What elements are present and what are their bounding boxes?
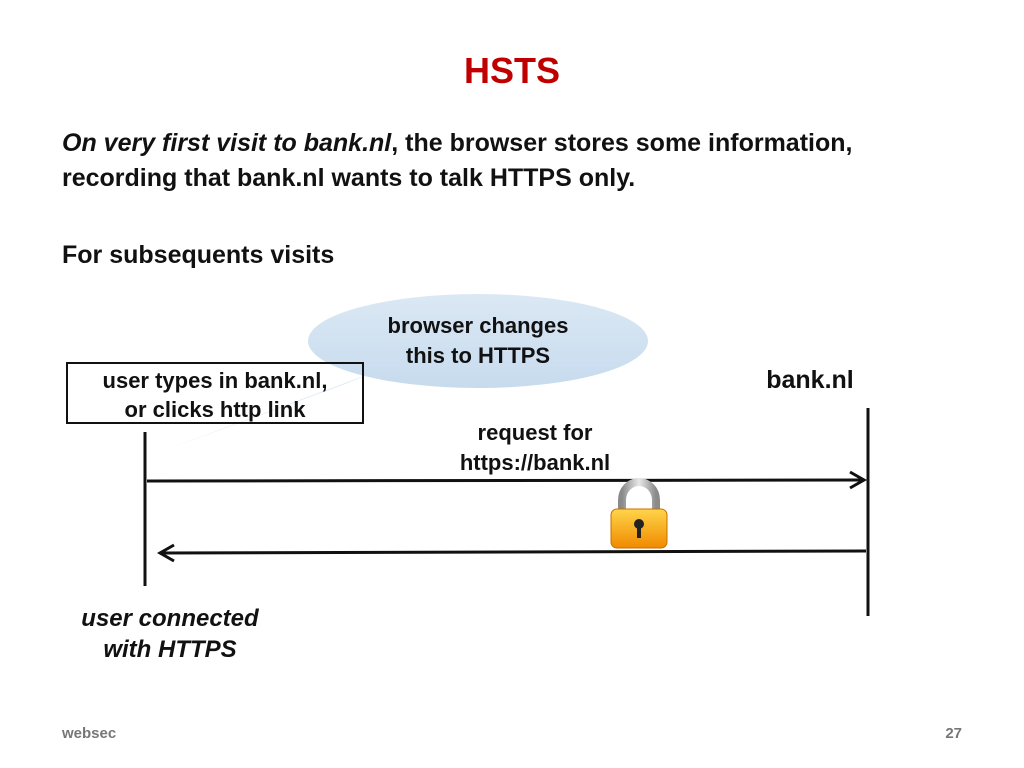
intro-rest: , the browser stores some information, r… xyxy=(62,129,853,192)
intro-emphasis: On very first visit to bank.nl xyxy=(62,129,392,157)
server-label: bank.nl xyxy=(766,366,854,394)
user-action-box: user types in bank.nl, or clicks http li… xyxy=(66,362,364,424)
request-arrow xyxy=(146,470,868,490)
request-line-2: https://bank.nl xyxy=(459,450,611,475)
slide-title: HSTS xyxy=(463,50,560,91)
bubble-text: browser changes this to HTTPS xyxy=(348,311,608,371)
intro-paragraph: On very first visit to bank.nl, the brow… xyxy=(62,126,962,196)
bubble-line-1: browser changes xyxy=(387,313,569,338)
user-box-line-1: user types in bank.nl, xyxy=(102,368,328,393)
speech-bubble xyxy=(160,294,648,452)
result-label: user connected with HTTPS xyxy=(60,603,280,665)
bubble-line-2: this to HTTPS xyxy=(405,343,551,368)
padlock-icon xyxy=(610,478,668,549)
subheading: For subsequents visits xyxy=(62,241,335,269)
result-line-2: with HTTPS xyxy=(103,636,237,663)
response-arrow xyxy=(156,543,867,563)
footer-label: websec xyxy=(62,725,117,742)
user-box-line-2: or clicks http link xyxy=(124,397,306,422)
request-label: request for https://bank.nl xyxy=(420,418,650,478)
request-line-1: request for xyxy=(477,420,593,445)
page-number: 27 xyxy=(945,725,962,742)
result-line-1: user connected xyxy=(81,605,259,632)
